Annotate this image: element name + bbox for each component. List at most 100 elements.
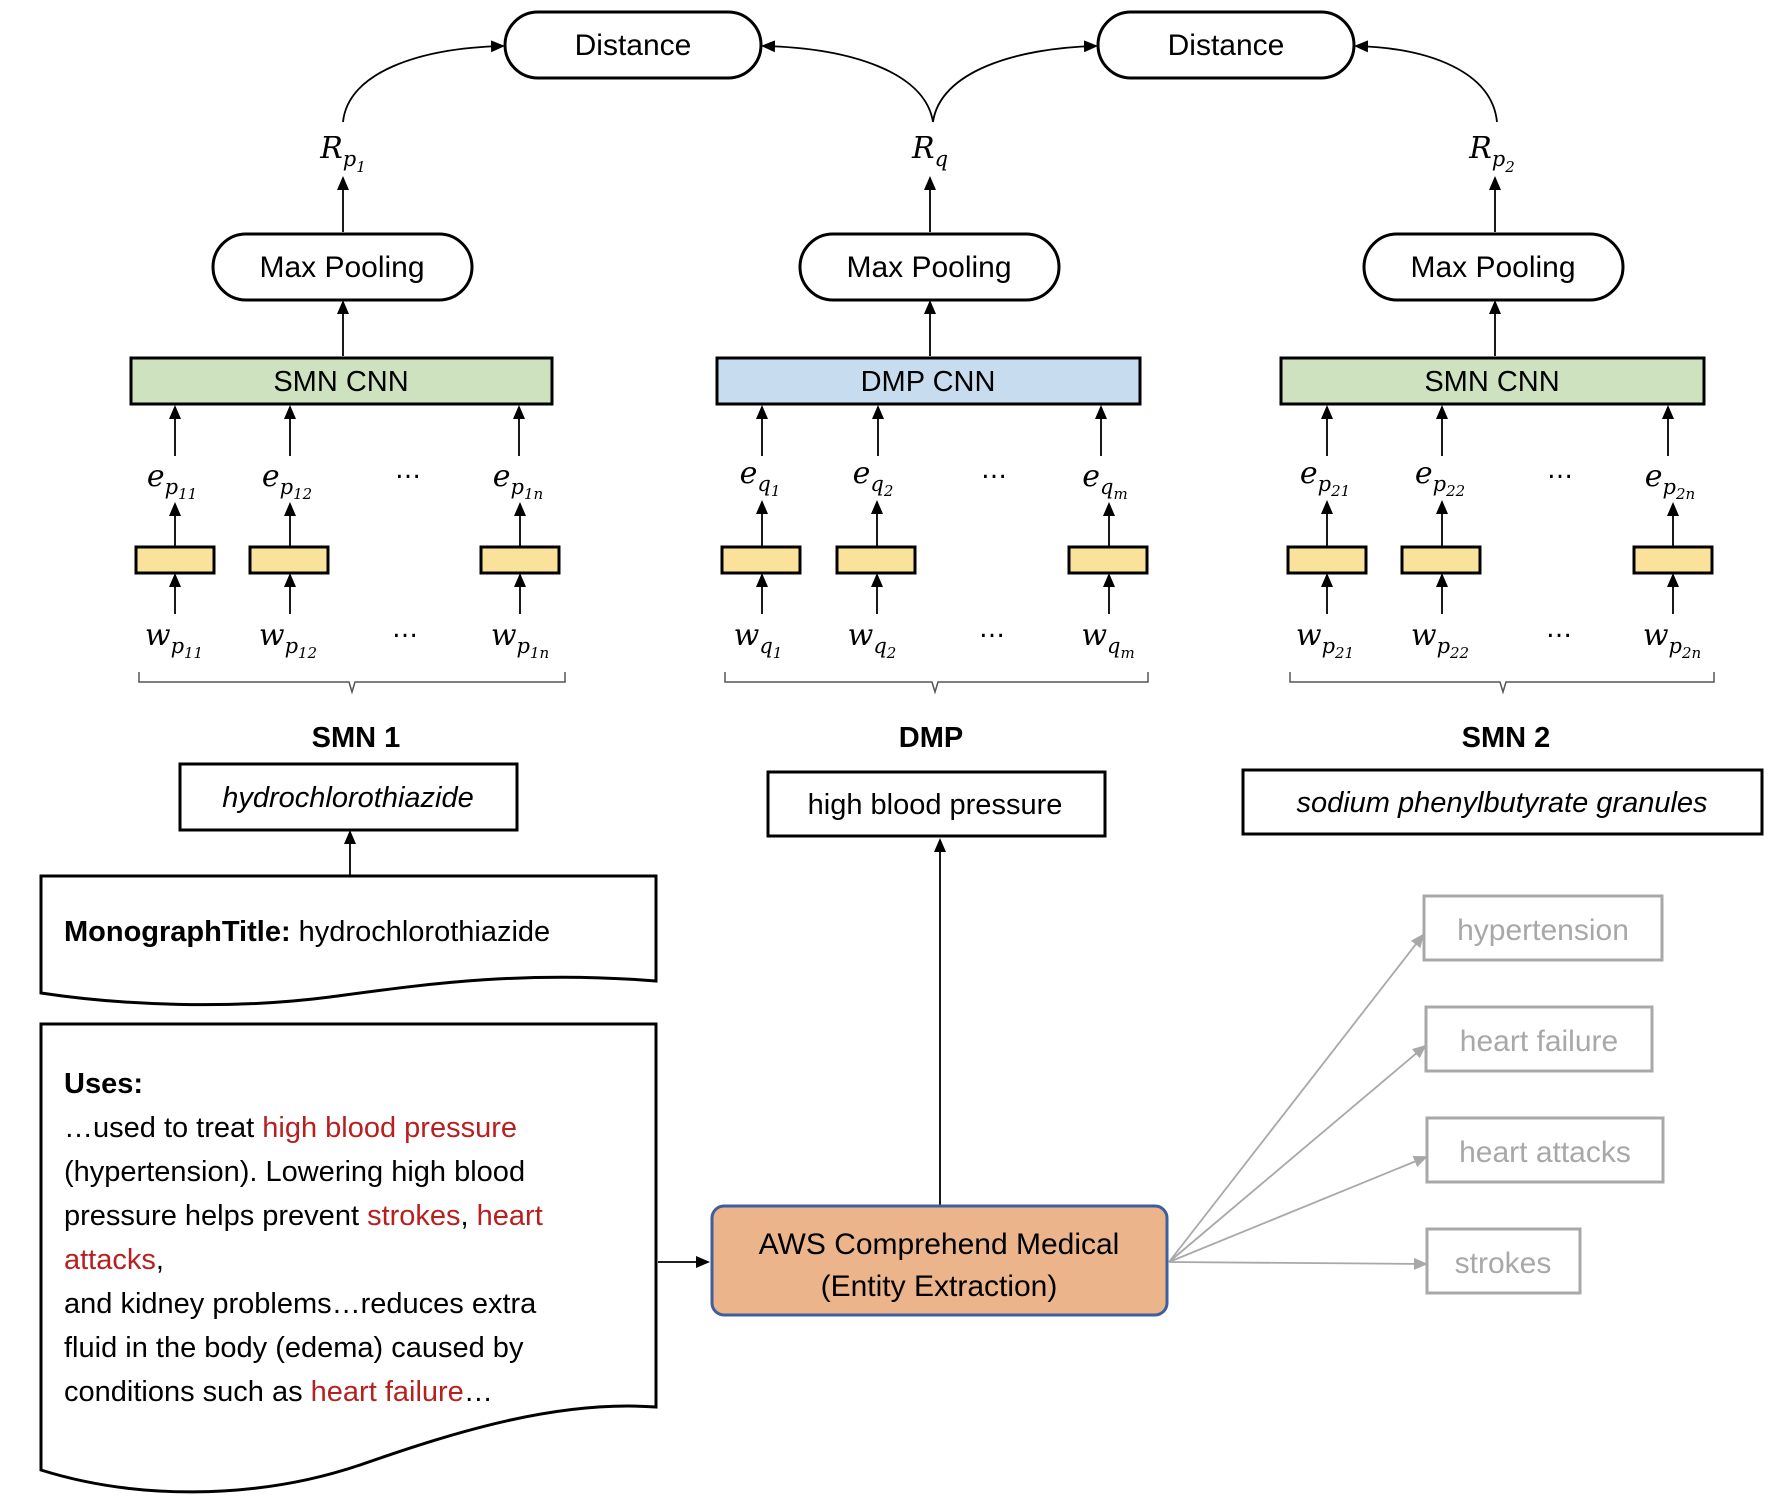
term-box-smn2 bbox=[1241, 768, 1764, 836]
rep-smn2: Rp2 bbox=[1468, 131, 1515, 176]
embedding-token: ep12 bbox=[262, 459, 312, 503]
embedding-token: eq2 bbox=[853, 456, 894, 500]
uses-text-line: pressure helps prevent strokes, heart bbox=[64, 1200, 543, 1232]
highlighted-entity: heart bbox=[477, 1200, 543, 1232]
entity-text-strokes: strokes bbox=[1455, 1247, 1552, 1280]
distance-label-left: Distance bbox=[575, 29, 692, 62]
uses-heading: Uses: bbox=[64, 1068, 143, 1100]
uses-text-span: , bbox=[156, 1244, 164, 1276]
monograph-title-value: hydrochlorothiazide bbox=[291, 916, 551, 948]
uses-text-line: attacks, bbox=[64, 1244, 164, 1276]
arrow-rp1-to-distance-left bbox=[342, 40, 505, 123]
highlighted-entity: strokes bbox=[367, 1200, 460, 1232]
word-token: wqm bbox=[1081, 618, 1134, 662]
distance-node-left: Distance bbox=[503, 10, 763, 80]
embedding-token: ep1n bbox=[493, 459, 543, 503]
highlighted-entity: attacks bbox=[64, 1244, 156, 1276]
embedding-token: ep11 bbox=[147, 459, 197, 503]
rep-dmp: Rq bbox=[911, 131, 948, 171]
embedding-token: ep2n bbox=[1645, 459, 1695, 503]
embedding-layer-box bbox=[248, 545, 330, 575]
embedding-layer-box bbox=[835, 545, 917, 575]
cnn-block-dmp bbox=[715, 356, 1142, 406]
entity-box-hypertension bbox=[1422, 894, 1664, 962]
entity-text-heart-failure: heart failure bbox=[1460, 1025, 1618, 1058]
term-box-smn1 bbox=[178, 762, 519, 832]
embedding-layer-box bbox=[720, 545, 802, 575]
term-text-smn2: sodium phenylbutyrate granules bbox=[1296, 787, 1707, 819]
monograph-title-key: MonographTitle: bbox=[64, 916, 291, 948]
embedding-token: ep22 bbox=[1415, 456, 1465, 500]
word-token: wp22 bbox=[1411, 618, 1469, 662]
max-pooling-label-smn2: Max Pooling bbox=[1410, 251, 1575, 284]
column-dmp: Rq Max Pooling DMP CNN eq1 eq2 … eqm wq1… bbox=[715, 131, 1149, 838]
ellipsis: … bbox=[1546, 614, 1572, 644]
highlighted-entity: high blood pressure bbox=[262, 1112, 517, 1144]
embedding-layer-box bbox=[479, 545, 561, 575]
entity-box-heart-failure bbox=[1424, 1005, 1654, 1073]
ellipsis: … bbox=[1547, 455, 1573, 485]
embedding-token: eq1 bbox=[740, 456, 781, 500]
embedding-layer-box bbox=[1400, 545, 1482, 575]
embedding-token: ep21 bbox=[1300, 456, 1350, 500]
aws-label-line2: (Entity Extraction) bbox=[821, 1270, 1058, 1303]
group-brace-dmp bbox=[724, 672, 1149, 695]
max-pooling-label-smn1: Max Pooling bbox=[259, 251, 424, 284]
ellipsis: … bbox=[392, 614, 418, 644]
entity-text-hypertension: hypertension bbox=[1457, 914, 1629, 947]
uses-text-line: fluid in the body (edema) caused by bbox=[64, 1332, 524, 1364]
group-label-dmp: DMP bbox=[899, 722, 963, 754]
max-pooling-label-dmp: Max Pooling bbox=[846, 251, 1011, 284]
uses-text-line: …used to treat high blood pressure bbox=[64, 1112, 517, 1144]
distance-label-right: Distance bbox=[1168, 29, 1285, 62]
arrow-aws-to-entity bbox=[1168, 933, 1425, 1263]
cnn-label-smn1: SMN CNN bbox=[273, 366, 408, 398]
term-text-dmp: high blood pressure bbox=[808, 789, 1063, 821]
term-box-dmp bbox=[766, 770, 1107, 838]
word-token: wp21 bbox=[1296, 618, 1354, 662]
uses-text-span: , bbox=[461, 1200, 477, 1232]
entity-text-heart-attacks: heart attacks bbox=[1459, 1136, 1631, 1169]
embedding-layer-box bbox=[1286, 545, 1368, 575]
term-text-smn1: hydrochlorothiazide bbox=[222, 782, 473, 814]
arrow-aws-to-entity bbox=[1168, 1044, 1427, 1263]
word-token: wp1n bbox=[491, 618, 549, 662]
arrow-rq-to-distance-left bbox=[761, 40, 934, 123]
distance-node-right: Distance bbox=[1096, 10, 1356, 80]
word-token: wq1 bbox=[734, 618, 783, 662]
uses-text-line: and kidney problems…reduces extra bbox=[64, 1288, 537, 1320]
arrow-aws-to-entity bbox=[1168, 1257, 1428, 1270]
word-token: wq2 bbox=[848, 618, 897, 662]
uses-text-span: …used to treat bbox=[64, 1112, 262, 1144]
group-label-smn1: SMN 1 bbox=[312, 722, 401, 754]
column-smn2: Rp2 Max Pooling SMN CNN ep21 ep22 … ep2n… bbox=[1241, 131, 1764, 836]
column-smn1: Rp1 Max Pooling SMN CNN ep11 ep12 … ep1n… bbox=[129, 131, 566, 832]
group-brace-smn1 bbox=[138, 672, 566, 695]
ellipsis: … bbox=[981, 455, 1007, 485]
uses-document bbox=[39, 1022, 658, 1494]
uses-text-span: fluid in the body (edema) caused by bbox=[64, 1332, 524, 1364]
cnn-block-smn1 bbox=[129, 356, 554, 406]
entity-box-heart-attacks bbox=[1425, 1116, 1665, 1184]
highlighted-entity: heart failure bbox=[311, 1376, 464, 1408]
uses-text-span: conditions such as bbox=[64, 1376, 311, 1408]
cnn-label-dmp: DMP CNN bbox=[861, 366, 996, 398]
arrow-rq-to-distance-right bbox=[932, 40, 1098, 123]
embedding-token: eqm bbox=[1082, 459, 1127, 503]
monograph-title-document bbox=[39, 874, 658, 1007]
uses-text-line: (hypertension). Lowering high blood bbox=[64, 1156, 525, 1188]
arrow-aws-to-entity bbox=[1168, 1155, 1428, 1263]
uses-text-span: … bbox=[464, 1376, 493, 1408]
uses-body-text: …used to treat high blood pressure (hyper… bbox=[64, 1112, 543, 1408]
embedding-layer-box bbox=[134, 545, 216, 575]
cnn-block-smn2 bbox=[1279, 356, 1706, 406]
aws-comprehend-box bbox=[710, 1204, 1169, 1317]
word-token: wp12 bbox=[259, 618, 317, 662]
embedding-layer-box bbox=[1632, 545, 1714, 575]
word-token: wp11 bbox=[145, 618, 203, 662]
cnn-label-smn2: SMN CNN bbox=[1424, 366, 1559, 398]
ellipsis: … bbox=[979, 614, 1005, 644]
rep-smn1: Rp1 bbox=[319, 131, 366, 176]
uses-text-span: and kidney problems…reduces extra bbox=[64, 1288, 537, 1320]
